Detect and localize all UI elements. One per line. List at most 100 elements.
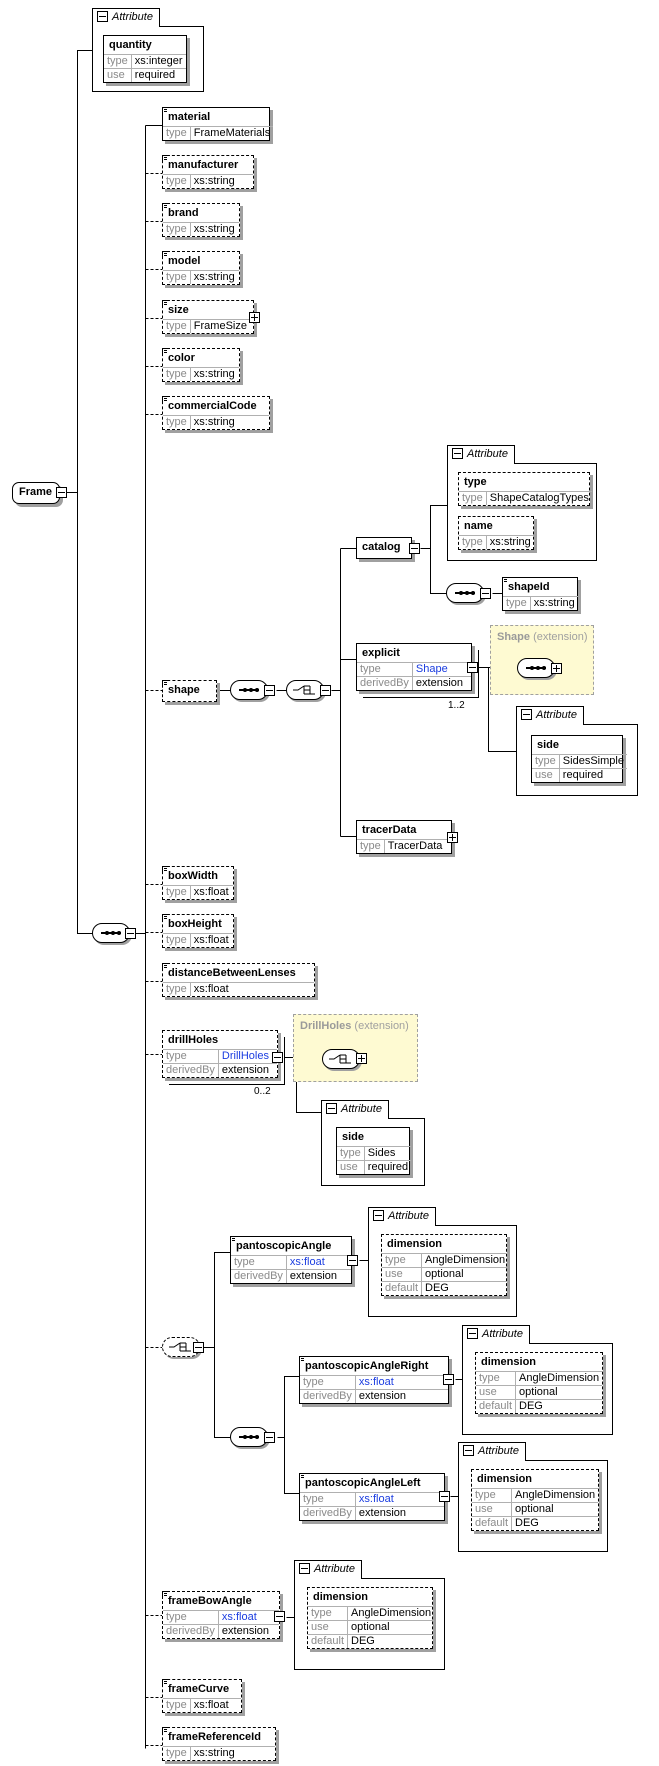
annotation-icon bbox=[299, 1473, 305, 1479]
annotation-icon bbox=[162, 1679, 168, 1685]
sequence-compositor-pantoscopic[interactable] bbox=[230, 1427, 268, 1447]
catalog-collapse-toggle[interactable] bbox=[409, 543, 420, 554]
pantoscopic-choice-toggle[interactable] bbox=[193, 1342, 204, 1353]
explicit-occurrence: 1..2 bbox=[448, 700, 465, 711]
attribute-group-tab[interactable]: Attribute bbox=[321, 1100, 389, 1119]
size-expand-toggle[interactable] bbox=[249, 312, 260, 323]
element-shape[interactable]: shape bbox=[162, 680, 217, 702]
choice-compositor-shape[interactable] bbox=[286, 680, 324, 700]
annotation-icon bbox=[162, 680, 168, 686]
annotation-icon bbox=[162, 348, 168, 354]
annotation-icon bbox=[162, 914, 168, 920]
sequence-compositor-main[interactable] bbox=[92, 923, 130, 943]
frameBowAngle-collapse-toggle[interactable] bbox=[274, 1611, 285, 1622]
annotation-icon bbox=[162, 1727, 168, 1733]
sequence-compositor-shape-ext[interactable] bbox=[517, 658, 555, 678]
shape-sequence-toggle[interactable] bbox=[264, 685, 275, 696]
attribute-group-tab[interactable]: Attribute bbox=[368, 1207, 436, 1226]
annotation-icon bbox=[502, 577, 508, 583]
attribute-group-tab[interactable]: Attribute bbox=[294, 1560, 362, 1579]
annotation-icon bbox=[162, 300, 168, 306]
minus-icon[interactable] bbox=[467, 1328, 478, 1339]
annotation-icon bbox=[162, 155, 168, 161]
catalog-sequence-toggle[interactable] bbox=[480, 588, 491, 599]
minus-icon[interactable] bbox=[463, 1445, 474, 1456]
shape-ext-expand-toggle[interactable] bbox=[551, 663, 562, 674]
minus-icon[interactable] bbox=[326, 1103, 337, 1114]
minus-icon[interactable] bbox=[299, 1563, 310, 1574]
drillHoles-collapse-toggle[interactable] bbox=[272, 1052, 283, 1063]
drillholes-ext-expand-toggle[interactable] bbox=[356, 1053, 367, 1064]
root-collapse-toggle[interactable] bbox=[56, 487, 67, 498]
sequence-compositor-catalog[interactable] bbox=[446, 583, 484, 603]
sequence-compositor-shape[interactable] bbox=[230, 680, 268, 700]
shape-extension-box: Shape (extension) bbox=[490, 625, 594, 695]
annotation-icon bbox=[162, 203, 168, 209]
element-catalog[interactable]: catalog bbox=[356, 537, 412, 559]
tracerData-expand-toggle[interactable] bbox=[447, 832, 458, 843]
annotation-icon bbox=[230, 1236, 236, 1242]
pantoscopicAngle-collapse-toggle[interactable] bbox=[347, 1255, 358, 1266]
minus-icon[interactable] bbox=[521, 709, 532, 720]
root-element-frame[interactable]: Frame bbox=[12, 482, 60, 504]
attribute-group-tab[interactable]: Attribute bbox=[462, 1325, 530, 1344]
annotation-icon bbox=[162, 396, 168, 402]
pantoscopic-sequence-toggle[interactable] bbox=[264, 1432, 275, 1443]
annotation-icon bbox=[162, 866, 168, 872]
annotation-icon bbox=[162, 251, 168, 257]
shape-choice-toggle[interactable] bbox=[320, 685, 331, 696]
annotation-icon bbox=[162, 963, 168, 969]
pantoscopicAngleLeft-collapse-toggle[interactable] bbox=[439, 1491, 450, 1502]
pantoscopicAngleRight-collapse-toggle[interactable] bbox=[443, 1374, 454, 1385]
attribute-group-tab[interactable]: Attribute bbox=[447, 445, 515, 464]
sequence-collapse-toggle[interactable] bbox=[125, 928, 136, 939]
root-element-name: Frame bbox=[19, 486, 53, 498]
attribute-group-tab[interactable]: Attribute bbox=[516, 706, 584, 725]
drillholes-extension-box: DrillHoles (extension) bbox=[293, 1014, 418, 1082]
attribute-group-tab[interactable]: Attribute bbox=[92, 8, 160, 27]
minus-icon[interactable] bbox=[373, 1210, 384, 1221]
minus-icon[interactable] bbox=[97, 11, 108, 22]
minus-icon[interactable] bbox=[452, 448, 463, 459]
attribute-group-tab[interactable]: Attribute bbox=[458, 1442, 526, 1461]
choice-compositor-drillholes[interactable] bbox=[322, 1049, 360, 1069]
explicit-collapse-toggle[interactable] bbox=[467, 662, 478, 673]
